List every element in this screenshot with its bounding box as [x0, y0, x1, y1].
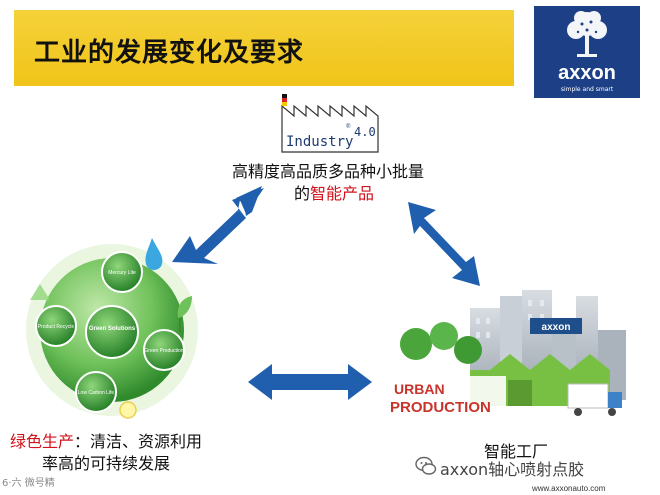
footer-url: www.axxonauto.com — [532, 484, 606, 493]
circle-label: Mercury Lite — [108, 270, 136, 276]
badge-bottom-text: PRODUCTION — [390, 399, 491, 416]
arrow-top-right — [408, 202, 480, 286]
left-node-line1: 绿色生产：清洁、资源利用 — [10, 428, 202, 452]
building-sign-text: axxon — [542, 322, 571, 333]
arrow-top-left — [172, 186, 264, 264]
industry-logo-text: Industry — [286, 134, 353, 150]
top-node-line1: 高精度高品质多品种小批量 — [232, 162, 425, 181]
circle-label: Green Production — [144, 348, 183, 354]
green-solutions-illustration — [26, 238, 198, 419]
industry-4-logo: Industry ® 4.0 — [281, 94, 379, 153]
watermark: 6·六 微号精 — [2, 478, 55, 489]
urban-production-illustration — [390, 290, 626, 416]
axxon-building-sign — [530, 318, 582, 334]
logo-name: axxon — [558, 62, 616, 84]
left-node-highlight: 绿色生产 — [10, 432, 75, 451]
badge-top-text: URBAN — [394, 381, 445, 397]
circle-label: Low Carbon Life — [78, 390, 115, 396]
industry-logo-mark: ® — [346, 123, 351, 130]
axxon-logo: axxon simple and smart — [534, 6, 640, 98]
page-title: 工业的发展变化及要求 — [34, 38, 305, 68]
top-node-line2: 的智能产品 — [294, 180, 374, 204]
arrow-bottom — [248, 364, 372, 400]
wechat-icon — [415, 456, 437, 475]
right-node-label: 智能工厂 — [484, 442, 549, 461]
title-bar — [14, 10, 514, 86]
left-node-line2: 率高的可持续发展 — [42, 454, 171, 473]
top-node-highlight: 智能产品 — [310, 184, 375, 203]
industry-logo-version: 4.0 — [354, 125, 376, 139]
top-node-prefix: 的 — [294, 184, 311, 203]
circle-label: Green Solutions — [89, 326, 136, 332]
logo-tagline: simple and smart — [560, 86, 614, 93]
circle-label: Product Recycle — [38, 324, 75, 330]
left-node-rest: ：清洁、资源利用 — [74, 432, 203, 451]
wechat-account-text: axxon轴心喷射点胶 — [440, 460, 585, 479]
tree-icon — [567, 11, 607, 57]
